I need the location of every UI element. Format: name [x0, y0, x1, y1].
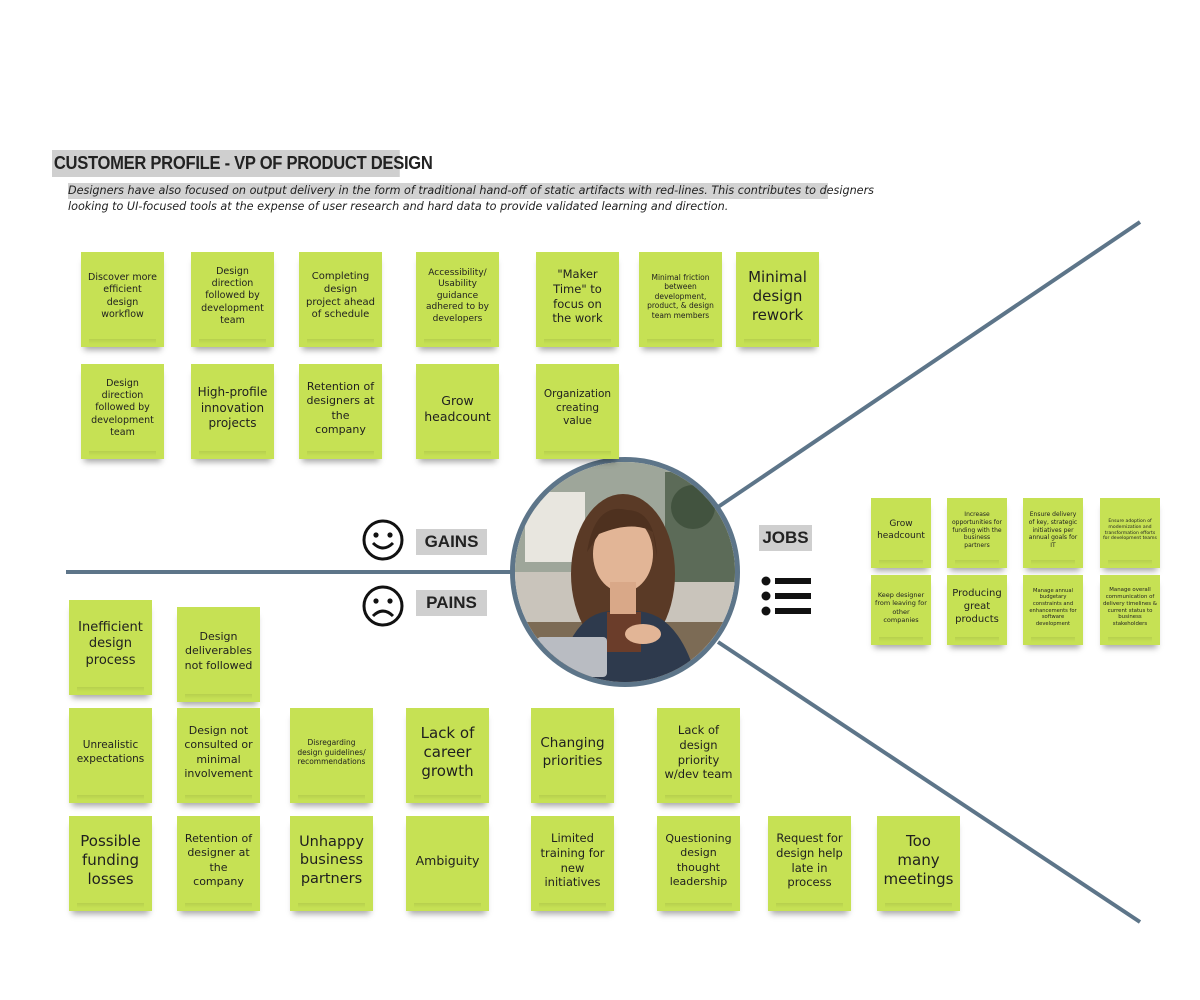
pain-note: Changing priorities — [531, 708, 614, 803]
job-note: Increase opportunities for funding with … — [947, 498, 1007, 568]
job-note: Grow headcount — [871, 498, 931, 568]
pain-note: Limited training for new initiatives — [531, 816, 614, 911]
pain-note: Ambiguity — [406, 816, 489, 911]
job-note: Manage overall communication of delivery… — [1100, 575, 1160, 645]
pain-note: Retention of designer at the company — [177, 816, 260, 911]
subtitle-line-2: looking to UI-focused tools at the expen… — [68, 200, 729, 213]
page-title: CUSTOMER PROFILE - VP OF PRODUCT DESIGN — [52, 150, 433, 177]
smiley-face-icon — [362, 519, 404, 561]
gain-note: Accessibility/ Usability guidance adhere… — [416, 252, 499, 347]
customer-portrait — [510, 457, 740, 687]
pain-note: Disregarding design guidelines/ recommen… — [290, 708, 373, 803]
job-note: Ensure delivery of key, strategic initia… — [1023, 498, 1083, 568]
upper-diagonal-line — [716, 220, 1142, 509]
gain-note: Retention of designers at the company — [299, 364, 382, 459]
job-note: Ensure adoption of modernization and tra… — [1100, 498, 1160, 568]
gain-note: Discover more efficient design workflow — [81, 252, 164, 347]
gains-label: GAINS — [416, 529, 487, 555]
lower-diagonal-line — [716, 640, 1142, 924]
gain-note: Grow headcount — [416, 364, 499, 459]
gain-note: Minimal design rework — [736, 252, 819, 347]
pain-note: Lack of career growth — [406, 708, 489, 803]
pain-note: Design deliverables not followed — [177, 607, 260, 702]
pain-note: Unrealistic expectations — [69, 708, 152, 803]
pains-label: PAINS — [416, 590, 487, 616]
pain-note: Design not consulted or minimal involvem… — [177, 708, 260, 803]
pain-note: Too many meetings — [877, 816, 960, 911]
gain-note: Completing design project ahead of sched… — [299, 252, 382, 347]
bullet-list-icon — [761, 576, 811, 616]
gain-note: High-profile innovation projects — [191, 364, 274, 459]
job-note: Producing great products — [947, 575, 1007, 645]
gain-note: "Maker Time" to focus on the work — [536, 252, 619, 347]
gain-note: Design direction followed by development… — [81, 364, 164, 459]
pain-note: Possible funding losses — [69, 816, 152, 911]
sad-face-icon — [362, 585, 404, 627]
gain-note: Design direction followed by development… — [191, 252, 274, 347]
pain-note: Request for design help late in process — [768, 816, 851, 911]
pain-note: Questioning design thought leadership — [657, 816, 740, 911]
portrait-image — [515, 462, 735, 682]
subtitle-line-1: Designers have also focused on output de… — [68, 183, 874, 199]
gain-note: Minimal friction between development, pr… — [639, 252, 722, 347]
pain-note: Lack of design priority w/dev team — [657, 708, 740, 803]
pain-note: Inefficient design process — [69, 600, 152, 695]
job-note: Manage annual budgetary constraints and … — [1023, 575, 1083, 645]
subtitle: Designers have also focused on output de… — [68, 183, 874, 215]
job-note: Keep designer from leaving for other com… — [871, 575, 931, 645]
pain-note: Unhappy business partners — [290, 816, 373, 911]
jobs-label: JOBS — [759, 525, 812, 551]
gain-note: Organization creating value — [536, 364, 619, 459]
